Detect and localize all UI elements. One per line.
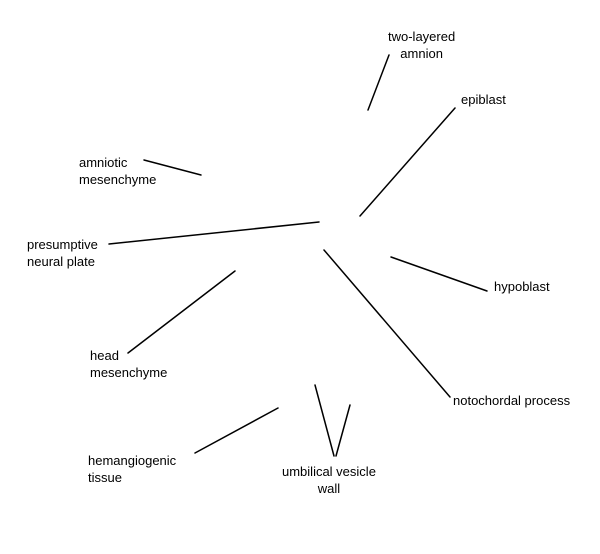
label-hypoblast: hypoblast bbox=[494, 278, 550, 295]
label-umbilical-vesicle-wall-line-1: umbilical vesicle bbox=[282, 464, 376, 479]
leader-line-hemangiogenic-tissue bbox=[194, 407, 279, 454]
label-notochordal-process-line-1: notochordal process bbox=[453, 393, 571, 408]
label-hemangiogenic-tissue-line-1: hemangiogenic bbox=[88, 453, 177, 468]
leader-line-amniotic-mesenchyme bbox=[143, 159, 202, 176]
label-presumptive-neural-plate-line-2: neural plate bbox=[27, 254, 95, 269]
label-amniotic-mesenchyme: amniotic mesenchyme bbox=[79, 154, 156, 188]
leader-line-presumptive-neural-plate bbox=[108, 221, 320, 245]
label-head-mesenchyme: head mesenchyme bbox=[90, 347, 167, 381]
leader-line-notochordal-process bbox=[323, 249, 451, 398]
label-hemangiogenic-tissue-line-2: tissue bbox=[88, 470, 122, 485]
label-amniotic-mesenchyme-line-1: amniotic bbox=[79, 155, 128, 170]
label-two-layered-amnion: two-layered amnion bbox=[388, 28, 455, 62]
label-two-layered-amnion-line-2: amnion bbox=[400, 46, 443, 61]
leader-line-two-layered-amnion bbox=[367, 54, 390, 111]
label-presumptive-neural-plate-line-1: presumptive bbox=[27, 237, 98, 252]
label-umbilical-vesicle-wall-line-2: wall bbox=[317, 481, 341, 496]
label-epiblast: epiblast bbox=[461, 91, 506, 108]
label-presumptive-neural-plate: presumptive neural plate bbox=[27, 236, 98, 270]
label-amniotic-mesenchyme-line-2: mesenchyme bbox=[79, 172, 157, 187]
label-epiblast-line-1: epiblast bbox=[461, 92, 506, 107]
leader-line-umbilical-vesicle-wall-a bbox=[314, 384, 335, 457]
label-hemangiogenic-tissue: hemangiogenic tissue bbox=[88, 452, 176, 486]
leader-line-head-mesenchyme bbox=[127, 270, 236, 354]
leader-line-epiblast bbox=[359, 107, 456, 217]
label-umbilical-vesicle-wall: umbilical vesicle wall bbox=[282, 463, 376, 497]
label-hypoblast-line-1: hypoblast bbox=[494, 279, 550, 294]
leader-line-hypoblast bbox=[390, 256, 488, 292]
label-two-layered-amnion-line-1: two-layered bbox=[388, 29, 456, 44]
leader-line-umbilical-vesicle-wall-b bbox=[335, 404, 351, 457]
label-head-mesenchyme-line-1: head bbox=[90, 348, 119, 363]
label-head-mesenchyme-line-2: mesenchyme bbox=[90, 365, 168, 380]
label-notochordal-process: notochordal process bbox=[453, 392, 570, 409]
